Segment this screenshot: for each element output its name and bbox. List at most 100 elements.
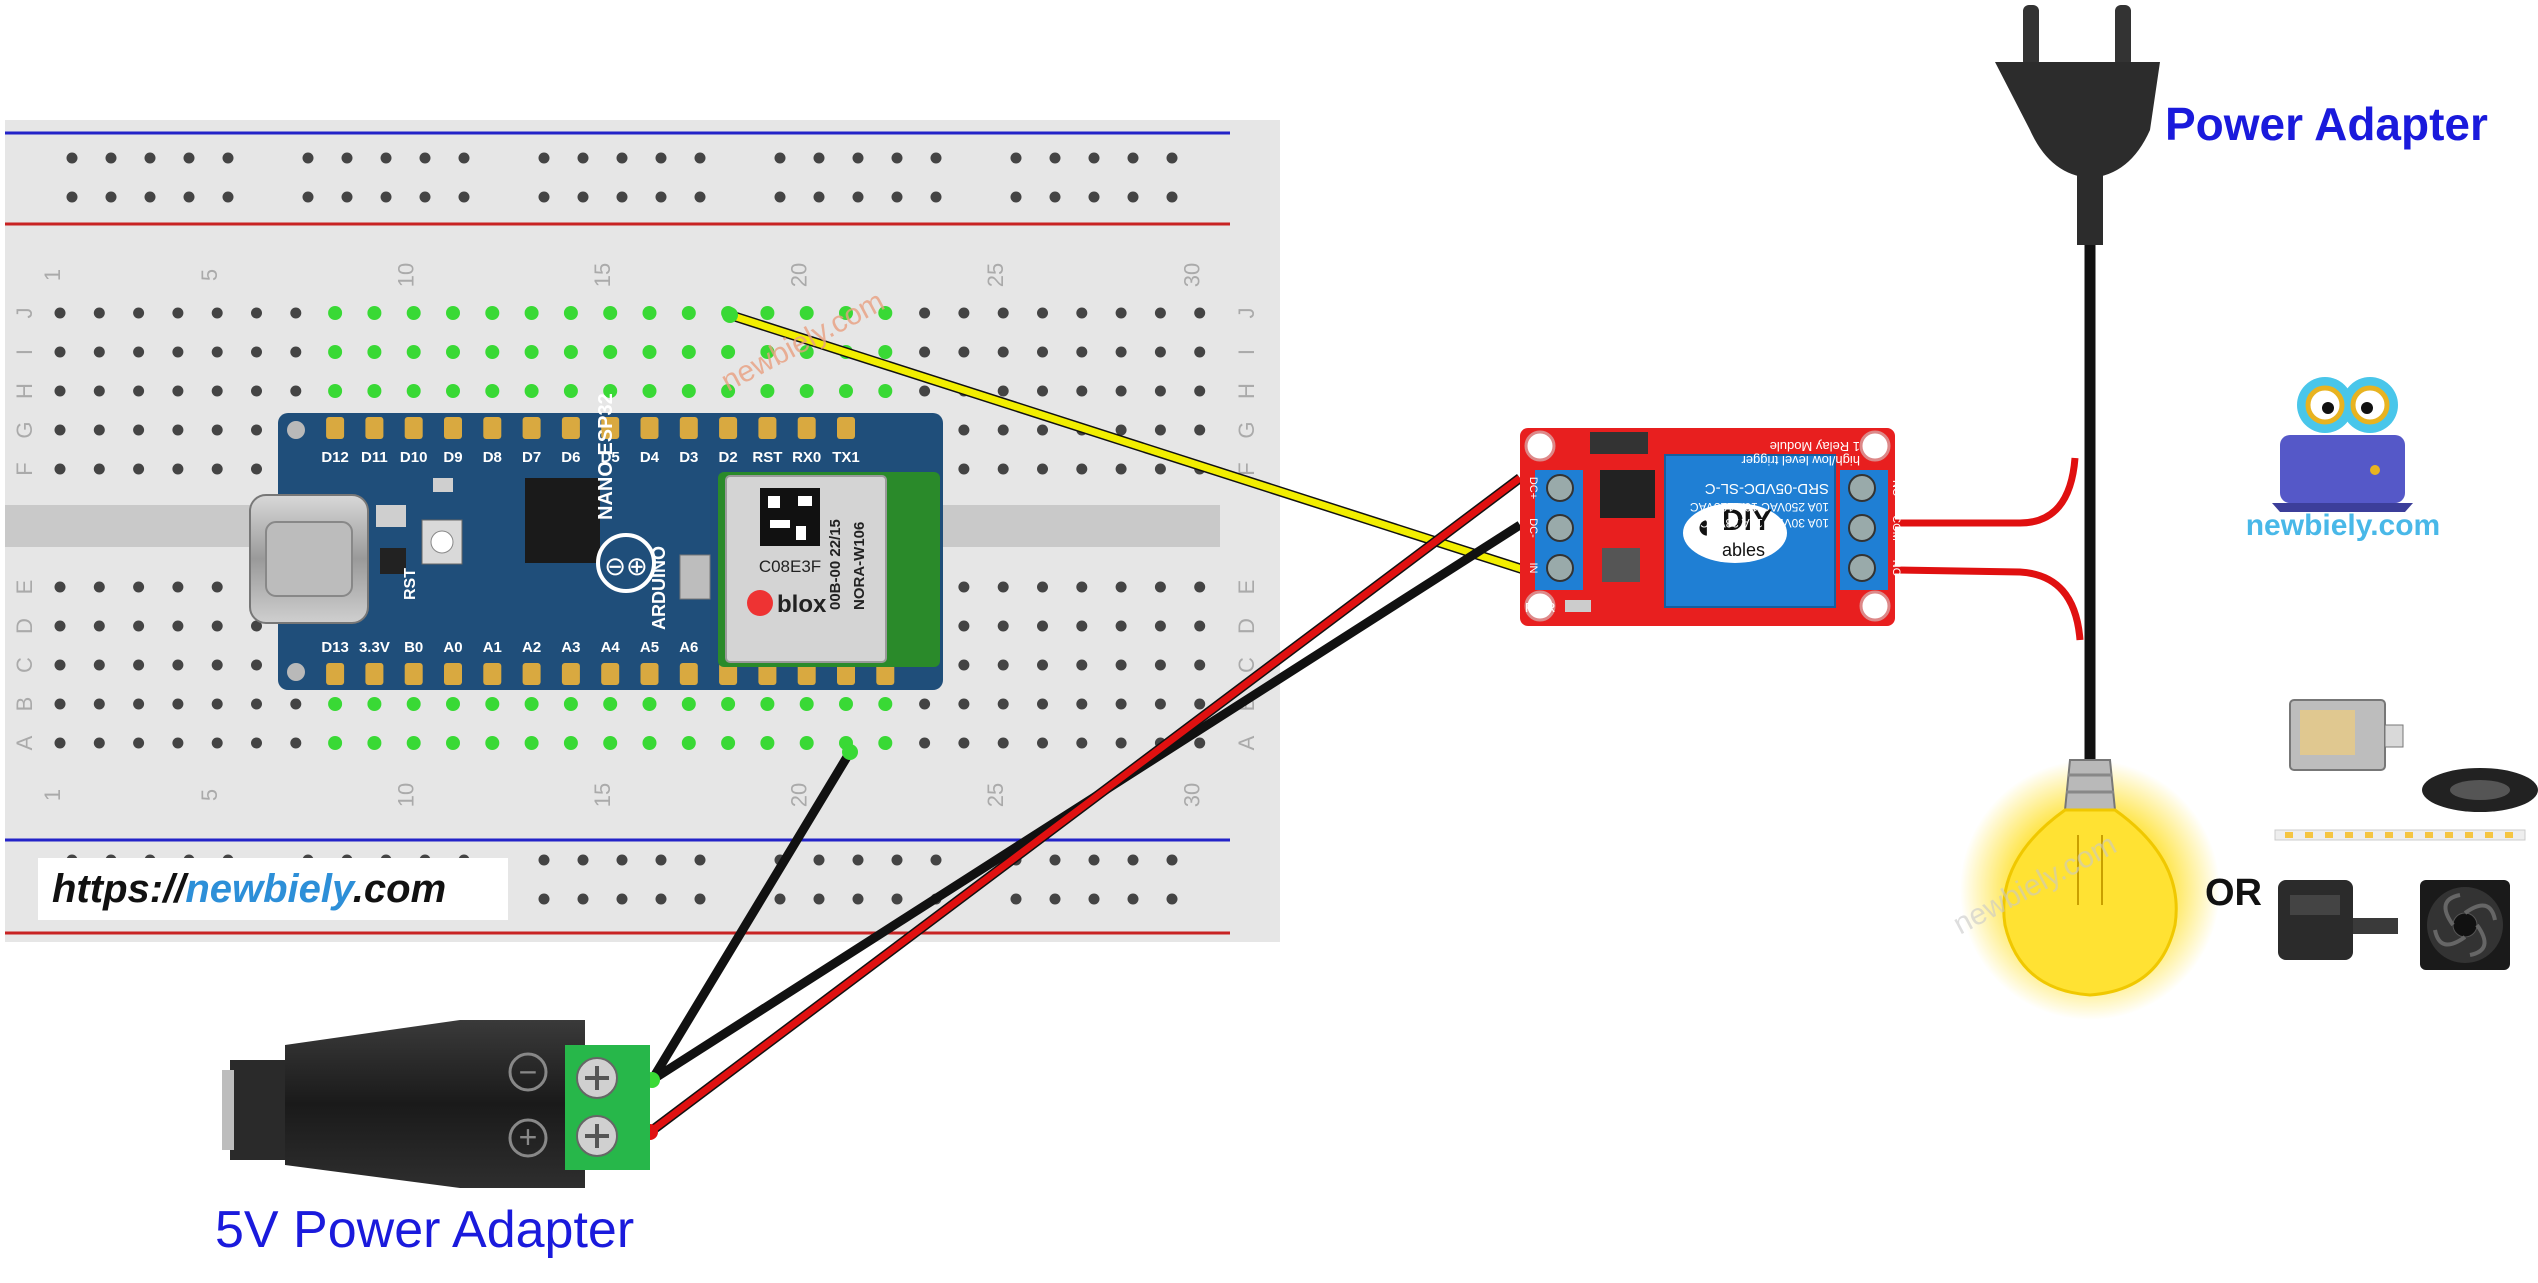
breadboard-hole [290, 737, 302, 749]
board-maker: ARDUINO [649, 546, 669, 630]
board-pin-bottom [365, 663, 384, 685]
breadboard-hole [1037, 307, 1048, 319]
mount-hole [1524, 590, 1556, 622]
breadboard-hole [958, 620, 970, 632]
breadboard-hole [211, 346, 223, 358]
pin-label-top: D7 [522, 449, 541, 466]
newbiely-logo [2272, 377, 2413, 512]
page-title: Power Adapter [2165, 98, 2488, 150]
site-link[interactable]: https://newbiely.com [52, 867, 446, 911]
breadboard-hole [1194, 307, 1206, 319]
rail-hole [616, 152, 628, 164]
board-pin-top [483, 417, 502, 439]
pin-label-top: RX0 [792, 449, 821, 466]
breadboard-hole [1037, 463, 1048, 475]
breadboard-hole [211, 385, 223, 397]
breadboard-hole [93, 463, 105, 475]
rail-hole [419, 191, 431, 203]
breadboard-hole [997, 659, 1009, 671]
breadboard-hole [1037, 659, 1048, 671]
rail-hole [655, 893, 667, 905]
led-strip-leds [2285, 832, 2513, 838]
breadboard-hole [172, 307, 184, 319]
row-letter: C [12, 657, 37, 673]
breadboard-hole [1115, 698, 1127, 710]
breadboard-hole [485, 345, 500, 359]
board-mount-hole [287, 663, 305, 681]
qr-cell [798, 496, 812, 506]
breadboard-hole [251, 620, 262, 632]
rail-hole [538, 152, 550, 164]
relay-module: DIY ables ◖ SRD-05VDC-SL-C 10A 250VAC 10… [1520, 428, 1902, 626]
breadboard-hole [1076, 737, 1088, 749]
breadboard-hole [93, 307, 105, 319]
qr-cell [768, 496, 780, 508]
breadboard-hole [133, 307, 145, 319]
breadboard-hole [93, 581, 105, 593]
breadboard-hole [721, 697, 736, 711]
column-number: 1 [40, 269, 65, 281]
led-dot [2365, 832, 2373, 838]
module-code: 00B-00 22/15 [827, 519, 844, 610]
pin-label-bottom: 3.3V [359, 639, 390, 656]
rail-hole [891, 854, 903, 866]
rail-hole [655, 152, 667, 164]
rail-hole [144, 191, 156, 203]
pin-label-top: D10 [400, 449, 428, 466]
crystal [679, 554, 711, 600]
breadboard-hole [997, 581, 1009, 593]
breadboard-hole [93, 659, 105, 671]
rail-hole [183, 191, 195, 203]
breadboard-hole [603, 306, 618, 320]
pin-label-top: TX1 [832, 449, 860, 466]
breadboard-hole [485, 697, 500, 711]
pin-label-top: D5 [601, 449, 620, 466]
breadboard-hole [878, 306, 893, 320]
breadboard-hole [1037, 424, 1048, 436]
breadboard-hole [251, 346, 262, 358]
alternative-loads [2274, 699, 2538, 970]
breadboard-hole [1154, 385, 1166, 397]
breadboard-hole [681, 697, 696, 711]
column-number: 10 [394, 263, 419, 287]
board-model: NANO ESP32 [595, 393, 617, 520]
pin-label-top: D2 [719, 449, 738, 466]
relay-rating-1: 10A 250VAC 10A 125VAC [1690, 500, 1829, 514]
board-pin-top [837, 417, 855, 439]
rail-hole [852, 191, 864, 203]
relay-input-pin-label: DC- [1527, 518, 1539, 538]
relay-rating-2: 10A 30VDC 10A 28VDC [1700, 516, 1829, 530]
board-pin-top [640, 417, 659, 439]
breadboard-hole [290, 307, 302, 319]
jack-tip [222, 1070, 234, 1150]
led-dot [2325, 832, 2333, 838]
rail-hole [1166, 152, 1178, 164]
bulb-filament [2077, 835, 2103, 905]
relay-trigger: high/low level trigger [1741, 453, 1860, 468]
breadboard-hole [760, 345, 775, 359]
breadboard-hole [446, 384, 460, 398]
led-dot [2465, 832, 2473, 838]
rail-hole [616, 191, 628, 203]
breadboard-hole [1037, 620, 1048, 632]
breadboard-hole [54, 581, 66, 593]
breadboard-hole [1076, 346, 1088, 358]
rail-hole [616, 893, 628, 905]
breadboard-hole [1154, 307, 1166, 319]
module-id: C08E3F [759, 557, 821, 576]
breadboard-hole [997, 385, 1009, 397]
rail-hole [930, 152, 942, 164]
mount-hole [1859, 590, 1891, 622]
breadboard-hole [406, 384, 421, 398]
regulator-chip [376, 505, 406, 527]
breadboard-hole [642, 736, 657, 750]
breadboard-hole [1115, 463, 1127, 475]
breadboard-hole [211, 463, 223, 475]
led-dot [2485, 832, 2493, 838]
breadboard-hole [1076, 659, 1088, 671]
breadboard-hole [681, 306, 696, 320]
breadboard-hole [1194, 424, 1206, 436]
breadboard-hole [133, 698, 145, 710]
